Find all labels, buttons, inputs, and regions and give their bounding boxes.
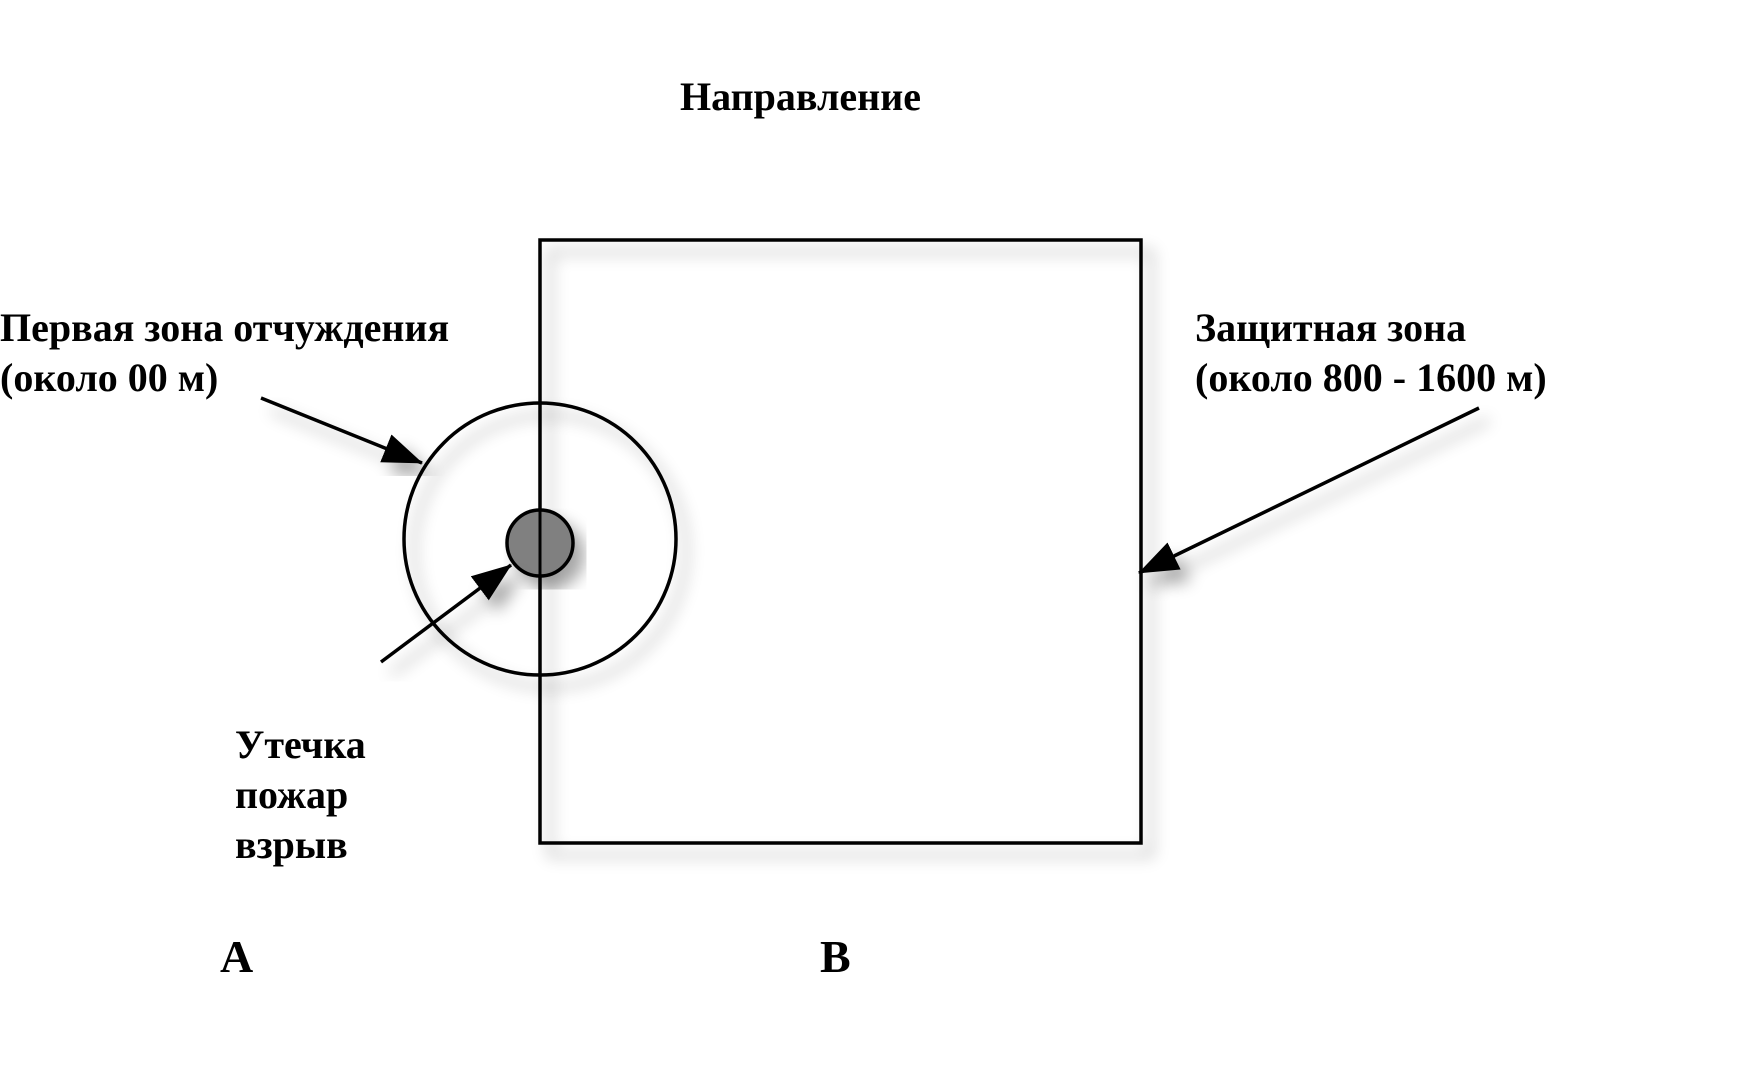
source-label-line2: пожар [235, 772, 348, 817]
source-pointer-arrow [379, 563, 513, 664]
first-zone-pointer-arrow [260, 396, 423, 465]
first-zone-label-line2: (около 00 м) [0, 355, 218, 400]
first-zone-circle [402, 401, 678, 677]
protective-zone-pointer-arrow [1138, 406, 1480, 575]
first-zone-label-line1: Первая зона отчуждения [0, 305, 449, 350]
protective-zone-label-line1: Защитная зона [1195, 305, 1466, 350]
region-b-label: B [820, 931, 851, 982]
region-a-label: A [220, 931, 253, 982]
protective-zone-label-line2: (около 800 - 1600 м) [1195, 355, 1547, 400]
source-label-line1: Утечка [235, 722, 366, 767]
source-label-line3: взрыв [235, 822, 348, 867]
direction-label: Направление [680, 74, 921, 119]
protective-zone-rect [538, 238, 1143, 845]
